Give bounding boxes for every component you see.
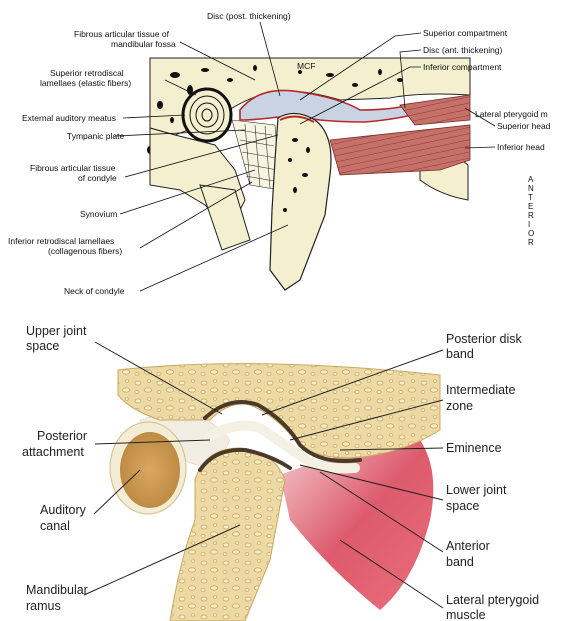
label-superior-compartment: Superior compartment [423,28,508,38]
label-inferior-head: Inferior head [497,142,545,152]
label-inf-retro-2: (collagenous fibers) [48,246,122,256]
label-posterior-attachment-2: attachment [22,445,84,459]
svg-text:T: T [528,193,533,202]
label-mandibular-1: Mandibular [26,583,88,597]
svg-text:I: I [528,220,530,229]
label-fibrous-condyle-2: of condyle [78,173,117,183]
label-posterior-disk-2: band [446,347,474,361]
label-auditory-1: Auditory [40,503,87,517]
external-auditory-meatus [183,89,231,141]
top-panel: A N T E R I O R Disc (post. thickening) … [8,11,551,296]
label-lateral-pterygoid: Lateral pterygoid m [475,109,548,119]
label-lateral-pterygoid-2: muscle [446,608,486,621]
svg-text:R: R [528,211,534,220]
label-disc-post: Disc (post. thickening) [207,11,291,21]
label-disc-ant: Disc (ant. thickening) [423,45,503,55]
label-posterior-attachment-1: Posterior [37,429,87,443]
label-upper-joint-1: Upper joint [26,324,87,338]
label-intermediate-2: zone [446,399,473,413]
label-inferior-compartment: Inferior compartment [423,62,502,72]
label-anterior-band-1: Anterior [446,539,490,553]
label-eminence: Eminence [446,441,502,455]
label-superior-head: Superior head [497,121,551,131]
label-ext-auditory: External auditory meatus [22,113,116,123]
label-fibrous-condyle-1: Fibrous articular tissue [30,163,116,173]
svg-text:A: A [528,175,534,184]
label-posterior-disk-1: Posterior disk [446,332,522,346]
label-auditory-2: canal [40,519,70,533]
label-lower-joint-2: space [446,499,479,513]
label-lateral-pterygoid-1: Lateral pterygoid [446,593,539,607]
svg-text:R: R [528,238,534,247]
label-sup-retro-2: lamellaes (elastic fibers) [40,78,131,88]
label-lower-joint-1: Lower joint [446,483,507,497]
svg-text:N: N [528,184,534,193]
label-neck-condyle: Neck of condyle [64,286,125,296]
mandibular-ramus-shape [170,448,285,621]
bottom-panel: Upper joint space Posterior disk band In… [22,324,539,621]
label-upper-joint-2: space [26,339,59,353]
label-fibrous-fossa-1: Fibrous articular tissue of [74,29,170,39]
lateral-pterygoid-superior-head [400,95,470,125]
label-mcf: MCF [297,61,315,71]
anterior-direction-label: A N T E R I O R [528,175,534,247]
label-anterior-band-2: band [446,555,474,569]
svg-text:E: E [528,202,533,211]
mandibular-condyle [270,113,331,290]
label-synovium: Synovium [80,209,117,219]
label-fibrous-fossa-2: mandibular fossa [111,39,176,49]
auditory-canal [110,422,186,514]
label-intermediate-1: Intermediate [446,383,516,397]
svg-text:O: O [528,229,534,238]
label-mandibular-2: ramus [26,599,61,613]
label-sup-retro-1: Superior retrodiscal [50,68,124,78]
label-inf-retro-1: Inferior retrodiscal lamellaes [8,236,114,246]
